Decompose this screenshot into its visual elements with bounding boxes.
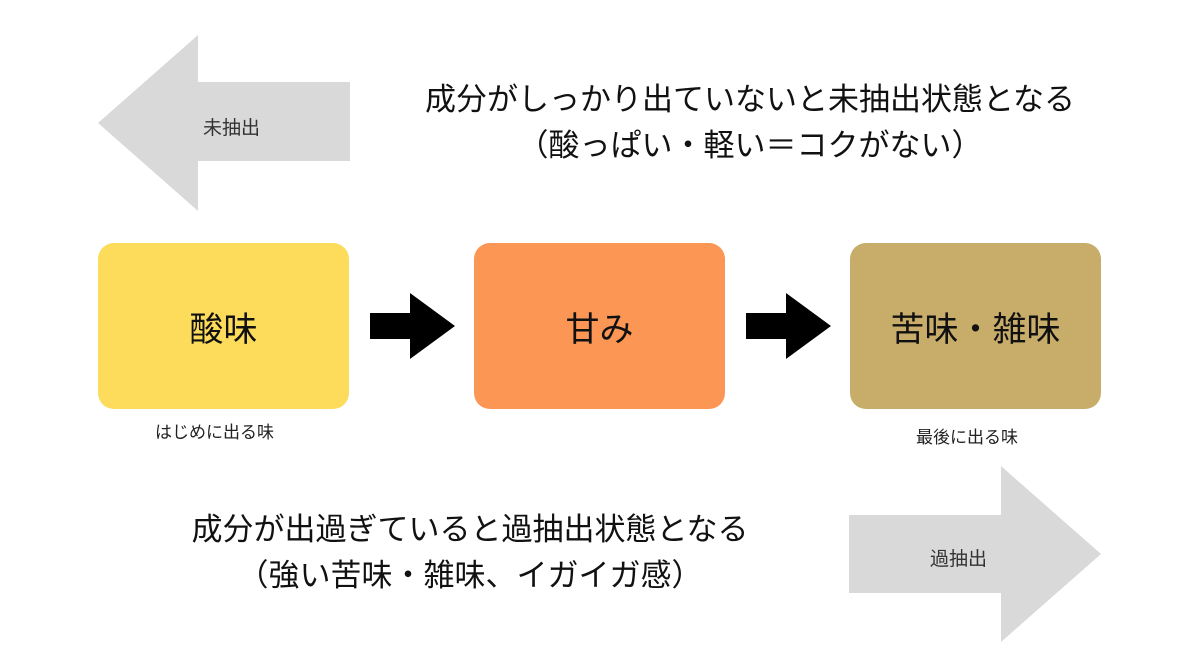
under-extraction-caption-line1: 成分がしっかり出ていないと未抽出状態となる xyxy=(424,82,1076,118)
under-extraction-arrow xyxy=(98,35,352,211)
stage-note-acidity: はじめに出る味 xyxy=(155,423,274,443)
over-extraction-arrow xyxy=(849,466,1103,642)
over-extraction-label: 過抽出 xyxy=(930,548,988,570)
stage-box-acidity: 酸味 xyxy=(98,243,349,409)
stage-box-bitterness: 苦味・雑味 xyxy=(850,243,1101,409)
under-extraction-caption: 成分がしっかり出ていないと未抽出状態となる （酸っぱい・軽い＝コクがない） xyxy=(380,77,1120,169)
stage-label-acidity: 酸味 xyxy=(189,309,258,350)
under-extraction-caption-line2: （酸っぱい・軽い＝コクがない） xyxy=(517,128,983,164)
over-extraction-caption-line1: 成分が出過ぎていると過抽出状態となる xyxy=(191,512,749,548)
over-extraction-caption-line2: （強い苦味・雑味、イガイガ感） xyxy=(237,558,703,594)
stage-box-sweetness: 甘み xyxy=(474,243,725,409)
flow-arrow-2 xyxy=(746,293,831,359)
under-extraction-label: 未抽出 xyxy=(203,117,261,139)
flow-arrow-1 xyxy=(370,293,455,359)
stage-label-sweetness: 甘み xyxy=(565,309,634,350)
left-arrow-icon xyxy=(98,35,350,211)
stage-label-bitterness: 苦味・雑味 xyxy=(890,309,1061,350)
over-extraction-caption: 成分が出過ぎていると過抽出状態となる （強い苦味・雑味、イガイガ感） xyxy=(150,507,790,599)
right-arrow-icon xyxy=(370,293,455,359)
right-big-arrow-icon xyxy=(849,466,1101,642)
stage-note-bitterness: 最後に出る味 xyxy=(916,428,1018,448)
right-arrow-icon xyxy=(746,293,831,359)
